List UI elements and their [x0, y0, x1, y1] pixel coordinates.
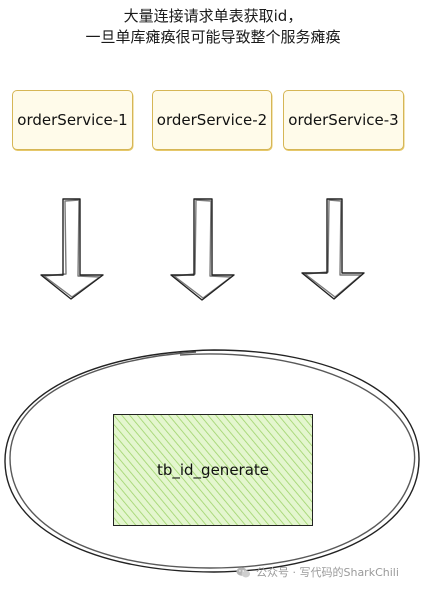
table-label: tb_id_generate	[156, 461, 270, 479]
service-box-3: orderService-3	[283, 90, 404, 150]
arrow-down-2	[170, 198, 235, 301]
service-box-2: orderService-2	[152, 90, 272, 150]
service-label-2: orderService-2	[156, 111, 268, 129]
database-ellipse	[4, 349, 420, 573]
watermark: 公众号 · 写代码的SharkChili	[236, 564, 399, 580]
service-label-1: orderService-1	[17, 111, 128, 129]
watermark-text: 公众号 · 写代码的SharkChili	[256, 566, 399, 579]
arrow-down-1	[40, 198, 104, 300]
diagram-title: 大量连接请求单表获取id， 一旦单库瘫痪很可能导致整个服务瘫痪	[0, 6, 426, 48]
wechat-icon	[236, 566, 251, 577]
service-box-1: orderService-1	[12, 90, 133, 150]
table-box: tb_id_generate	[113, 414, 313, 526]
title-line-2: 一旦单库瘫痪很可能导致整个服务瘫痪	[85, 28, 341, 46]
service-label-3: orderService-3	[288, 111, 399, 129]
arrow-down-3	[301, 198, 365, 300]
title-line-1: 大量连接请求单表获取id，	[123, 7, 303, 25]
table-fill	[114, 415, 312, 525]
